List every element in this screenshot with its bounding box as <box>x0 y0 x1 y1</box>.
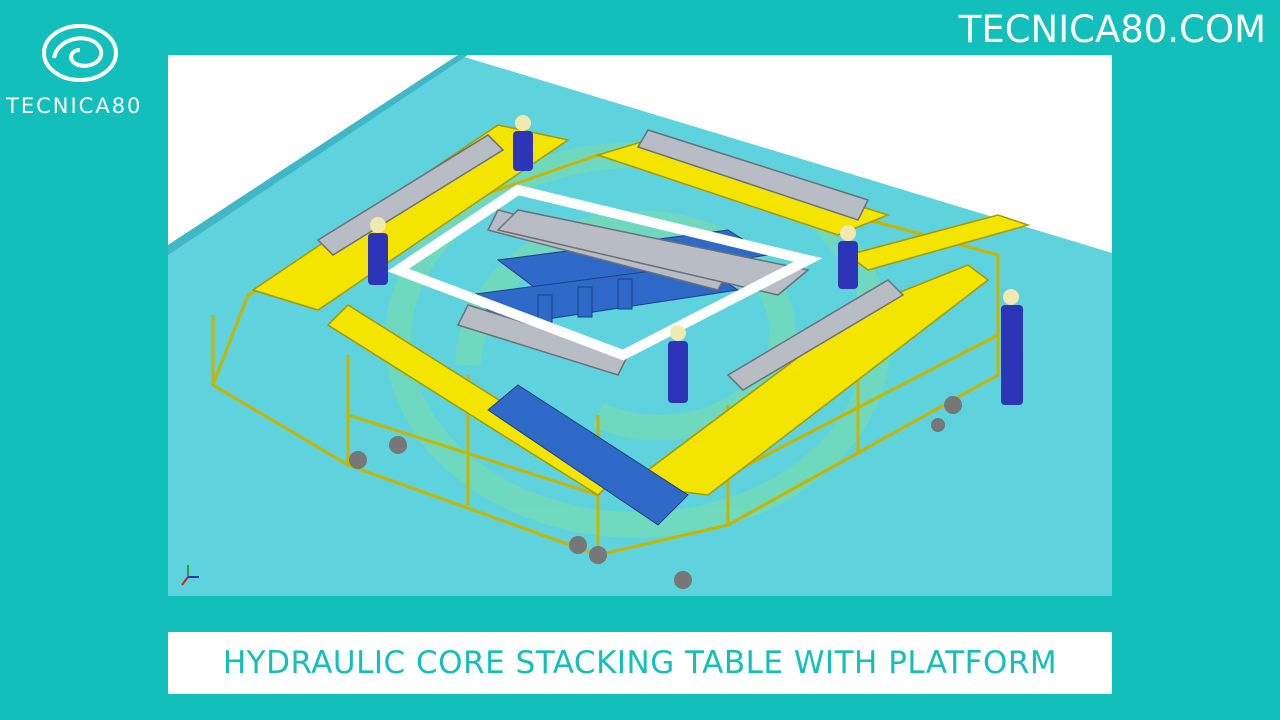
logo-text: TECNICA80 <box>6 94 143 118</box>
wheels <box>349 396 962 589</box>
center-frame <box>387 184 823 361</box>
brand-logo: TECNICA80 <box>0 22 160 122</box>
render-illustration <box>168 55 1112 596</box>
machine-render <box>168 55 1112 596</box>
axis-triad-icon <box>181 565 199 586</box>
site-url: TECNICA80.COM <box>958 8 1266 51</box>
swirl-logo-icon <box>42 24 118 82</box>
workers <box>368 115 1023 405</box>
gray-cores <box>316 129 905 391</box>
caption-text: HYDRAULIC CORE STACKING TABLE WITH PLATF… <box>222 645 1058 681</box>
caption-box: HYDRAULIC CORE STACKING TABLE WITH PLATF… <box>168 632 1112 694</box>
